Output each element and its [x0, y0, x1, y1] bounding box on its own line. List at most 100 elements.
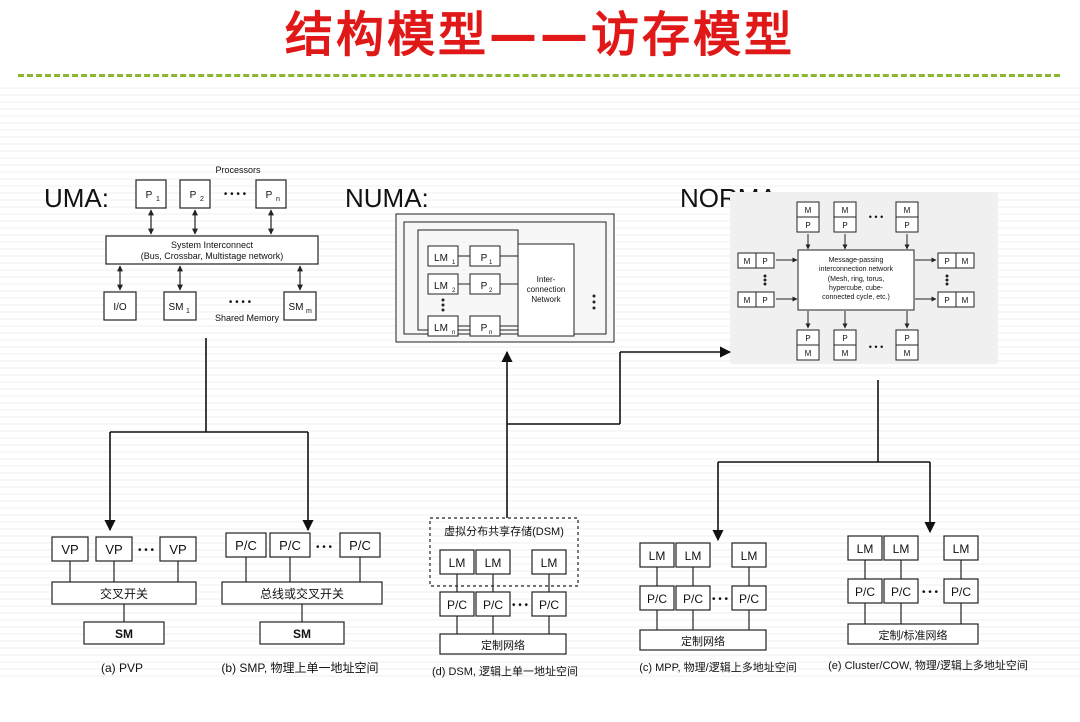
smp-diagram: P/C P/C P/C • • • 总线或交叉开关 SM (b) SMP, 物理… [221, 532, 383, 675]
uma-sm1-sub: 1 [186, 308, 190, 315]
svg-text:P: P [762, 296, 767, 305]
pvp-diagram: VP VP VP • • • 交叉开关 SM (a) PVP [51, 536, 197, 675]
uma-p2-box [179, 179, 211, 209]
svg-text:M: M [842, 206, 849, 215]
svg-text:P/C: P/C [279, 538, 301, 553]
svg-text:(e) Cluster/COW, 物理/逻辑上多地址空间: (e) Cluster/COW, 物理/逻辑上多地址空间 [828, 658, 1028, 672]
uma-p2-sub: 2 [200, 196, 204, 203]
svg-text:P/C: P/C [539, 598, 559, 612]
norma-diagram: M P M P M P • • • Message-passing interc… [730, 192, 998, 364]
uma-processors-title: Processors [215, 165, 261, 175]
title-divider [18, 74, 1060, 77]
uma-interconnect-box [105, 235, 319, 265]
svg-text:P/C: P/C [647, 592, 667, 606]
svg-text:P: P [481, 281, 488, 292]
mpp-diagram: LM LM LM P/C P/C P/C • • • 定制网络 (c) MPP,… [639, 542, 797, 674]
svg-text:P: P [944, 296, 949, 305]
svg-text:P/C: P/C [447, 598, 467, 612]
svg-text:P: P [805, 221, 810, 230]
uma-io-label: I/O [113, 302, 127, 313]
svg-text:虚拟分布共享存储(DSM): 虚拟分布共享存储(DSM) [444, 524, 564, 538]
svg-text:(d) DSM, 逻辑上单一地址空间: (d) DSM, 逻辑上单一地址空间 [432, 664, 578, 678]
uma-sm-dots: • • • • [229, 297, 252, 308]
uma-smm-label: SM [289, 302, 304, 313]
svg-text:VP: VP [61, 542, 78, 557]
svg-text:M: M [805, 206, 812, 215]
svg-text:定制/标准网络: 定制/标准网络 [878, 628, 947, 642]
svg-text:P: P [481, 323, 488, 334]
numa-diagram: LM 1 P 1 LM 2 P 2 LM n P n Inter- connec… [395, 213, 615, 343]
svg-text:(Mesh, ring, torus,: (Mesh, ring, torus, [828, 276, 884, 283]
uma-pn-sub: n [276, 196, 280, 203]
svg-text:(a) PVP: (a) PVP [101, 661, 143, 675]
svg-text:P: P [481, 253, 488, 264]
uma-smm-box [283, 291, 317, 321]
svg-text:M: M [842, 349, 849, 358]
svg-text:2: 2 [489, 288, 493, 294]
svg-text:P: P [904, 334, 909, 343]
svg-text:Inter-: Inter- [537, 275, 556, 284]
svg-text:VP: VP [169, 542, 186, 557]
svg-text:P/C: P/C [951, 585, 971, 599]
svg-text:P/C: P/C [739, 592, 759, 606]
svg-text:M: M [962, 296, 969, 305]
svg-text:P/C: P/C [855, 585, 875, 599]
svg-text:交叉开关: 交叉开关 [100, 586, 148, 601]
svg-text:VP: VP [105, 542, 122, 557]
svg-text:hypercube, cube-: hypercube, cube- [829, 285, 884, 292]
svg-text:SM: SM [115, 627, 133, 641]
dsm-diagram: 虚拟分布共享存储(DSM) LM LM LM P/C P/C P/C • • •… [429, 517, 579, 678]
uma-p1-sub: 1 [156, 196, 160, 203]
uma-sm1-label: SM [169, 302, 184, 313]
svg-text:(c) MPP, 物理/逻辑上多地址空间: (c) MPP, 物理/逻辑上多地址空间 [639, 660, 796, 674]
svg-text:Network: Network [531, 295, 561, 304]
svg-text:LM: LM [449, 556, 466, 570]
svg-text:LM: LM [893, 542, 910, 556]
connector-arrows [104, 338, 936, 542]
slide-title: 结构模型——访存模型 [284, 7, 795, 63]
svg-text:LM: LM [485, 556, 502, 570]
uma-p2-label: P [190, 190, 197, 201]
svg-text:P: P [944, 257, 949, 266]
svg-text:• • •: • • • [512, 600, 529, 611]
cluster-diagram: LM LM LM P/C P/C P/C • • • 定制/标准网络 (e) C… [828, 535, 1028, 672]
svg-text:LM: LM [857, 542, 874, 556]
svg-text:定制网络: 定制网络 [481, 638, 525, 652]
uma-io-box [103, 291, 137, 321]
svg-text:M: M [904, 349, 911, 358]
svg-text:总线或交叉开关: 总线或交叉开关 [260, 586, 344, 601]
svg-text:M: M [805, 349, 812, 358]
uma-interconnect-line1: System Interconnect [171, 240, 254, 250]
svg-text:• • •: • • • [316, 542, 333, 553]
numa-label: NUMA: [345, 183, 429, 213]
svg-text:n: n [452, 330, 455, 336]
svg-text:P: P [842, 221, 847, 230]
svg-text:1: 1 [489, 260, 493, 266]
svg-text:2: 2 [452, 288, 456, 294]
svg-text:P/C: P/C [349, 538, 371, 553]
uma-p1-label: P [146, 190, 153, 201]
svg-text:1: 1 [452, 260, 456, 266]
svg-text:n: n [489, 330, 492, 336]
norma-network-box [797, 249, 915, 311]
uma-p-dots: • • • • [224, 189, 247, 200]
svg-text:M: M [904, 206, 911, 215]
svg-text:LM: LM [434, 323, 448, 334]
svg-text:P/C: P/C [683, 592, 703, 606]
svg-text:LM: LM [434, 253, 448, 264]
svg-text:• • •: • • • [138, 545, 155, 556]
svg-text:P: P [805, 334, 810, 343]
uma-p1-box [135, 179, 167, 209]
svg-text:M: M [744, 296, 751, 305]
svg-text:定制网络: 定制网络 [681, 634, 725, 648]
uma-diagram: Processors P 1 P 2 P n • • • • System In… [103, 165, 319, 323]
uma-smm-sub: m [306, 308, 312, 315]
svg-text:LM: LM [541, 556, 558, 570]
svg-text:interconnection network: interconnection network [819, 266, 893, 273]
svg-text:P: P [762, 257, 767, 266]
svg-text:connection: connection [527, 285, 566, 294]
svg-text:(b) SMP, 物理上单一地址空间: (b) SMP, 物理上单一地址空间 [221, 661, 378, 675]
svg-text:• • •: • • • [869, 342, 883, 352]
svg-text:M: M [744, 257, 751, 266]
